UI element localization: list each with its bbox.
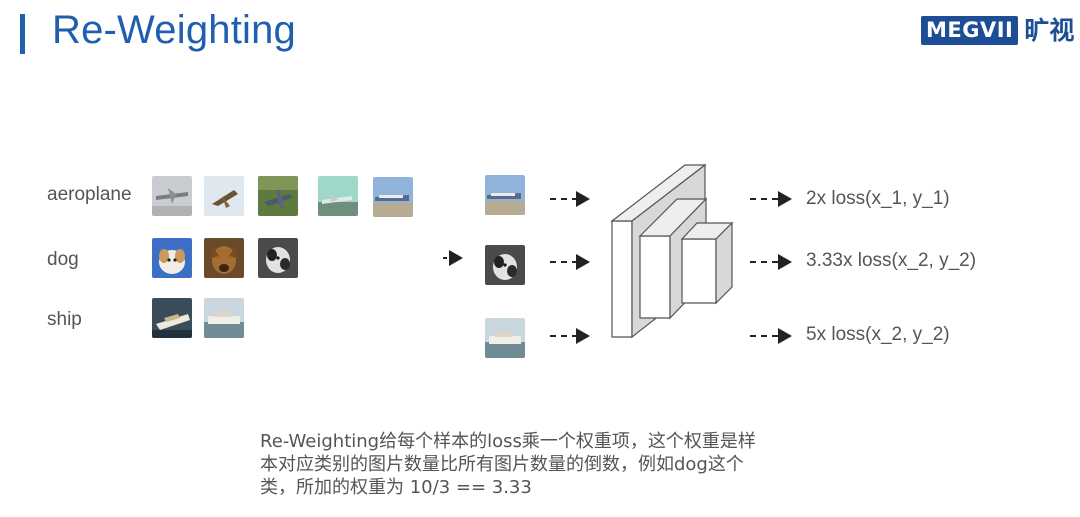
loss-label-1: 2x loss(x_1, y_1) [806,188,950,209]
logo-wordmark: MEGVII [921,16,1019,45]
caption-line-2: 本对应类别的图片数量比所有图片数量的倒数，例如dog这个 [260,454,744,475]
class-label-aeroplane: aeroplane [47,184,132,205]
loss-label-2: 3.33x loss(x_2, y_2) [806,250,977,271]
aeroplane-sample-image [485,175,525,215]
class-label-dog: dog [47,249,79,270]
slide-title: Re-Weighting [52,8,297,52]
loss-label-3: 5x loss(x_2, y_2) [806,324,950,345]
caption-text: Re-Weighting给每个样本的loss乘一个权重项，这个权重是样 本对应类… [260,430,820,499]
aeroplane-image [318,176,358,216]
class-label-ship: ship [47,309,82,330]
ship-image [152,298,192,338]
dog-image [152,238,192,278]
logo-chinese: 旷视 [1024,16,1075,45]
aeroplane-image [258,176,298,216]
dog-image [204,238,244,278]
caption-line-3: 类，所加的权重为 10/3 == 3.33 [260,477,532,498]
dog-sample-image [485,245,525,285]
ship-sample-image [485,318,525,358]
ship-image [204,298,244,338]
caption-line-1: Re-Weighting给每个样本的loss乘一个权重项，这个权重是样 [260,431,756,452]
aeroplane-image [373,177,413,217]
network-layer-3 [680,221,734,305]
aeroplane-image [204,176,244,216]
title-accent-bar [20,14,25,54]
dog-image [258,238,298,278]
aeroplane-image [152,176,192,216]
megvii-logo: MEGVII 旷视 [921,16,1074,45]
